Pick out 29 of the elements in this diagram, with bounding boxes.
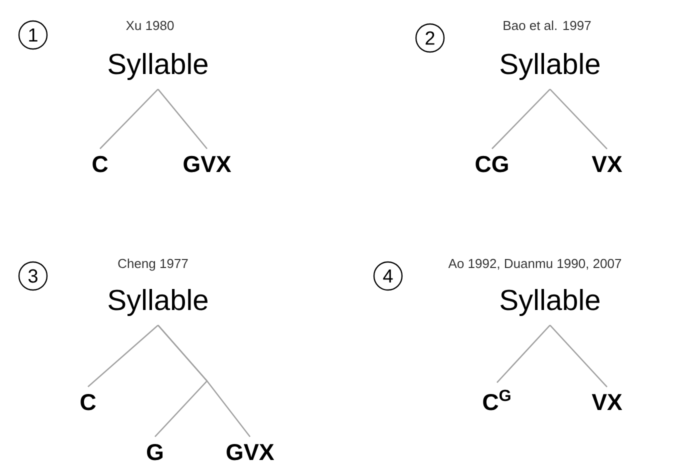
tree-leaf-label: C$^{G}$ xyxy=(483,390,510,410)
tree-leaf-label: G xyxy=(147,444,163,460)
tree-branch xyxy=(100,88,158,150)
tree-branch xyxy=(496,324,550,383)
tree-branch xyxy=(88,324,158,388)
citation-text: Ao 1992, Duanmu 1990, 2007 xyxy=(448,258,622,270)
circled-number: 2 xyxy=(415,23,445,53)
circled-number: 3 xyxy=(18,261,48,291)
tree-branch xyxy=(550,324,608,388)
circled-number: 1 xyxy=(18,20,48,50)
tree-leaf-label: GVX xyxy=(226,444,274,460)
citation-text: Cheng 1977 xyxy=(118,258,188,271)
tree-root-label: Syllable xyxy=(500,288,600,316)
tree-leaf-label: GVX xyxy=(184,156,232,172)
tree-root-label: Syllable xyxy=(108,52,208,80)
circled-number: 4 xyxy=(373,261,403,291)
tree-leaf-label: C xyxy=(80,394,96,410)
tree-leaf-label: VX xyxy=(592,394,622,410)
citation-text: Bao et al. 1997 xyxy=(504,20,591,30)
tree-branch xyxy=(158,88,208,150)
tree-leaf-label: C xyxy=(92,156,108,172)
tree-branch xyxy=(158,324,251,438)
tree-branch xyxy=(550,88,608,150)
tree-leaf-label: VX xyxy=(592,156,622,172)
tree-branch xyxy=(492,88,550,150)
tree-root-label: Syllable xyxy=(500,52,600,80)
tree-root-label: Syllable xyxy=(108,288,208,316)
citation-text: Xu 1980 xyxy=(126,20,174,30)
tree-leaf-label: CG xyxy=(476,156,508,172)
